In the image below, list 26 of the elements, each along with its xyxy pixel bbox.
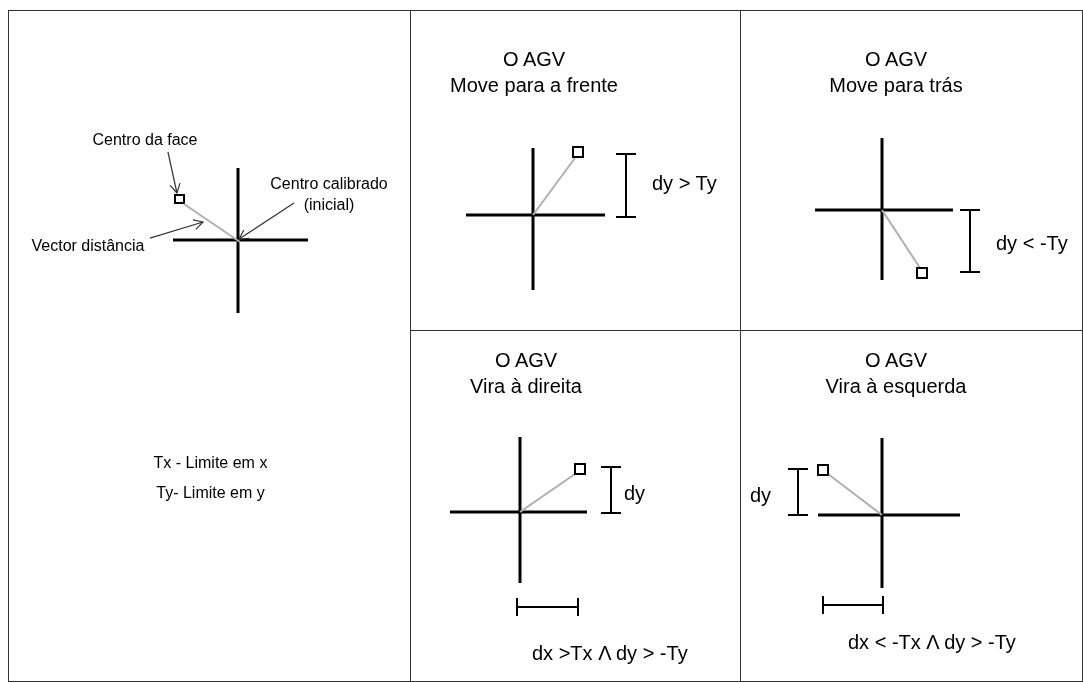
condition-label: dy < -Ty (996, 231, 1068, 256)
panel (740, 330, 1083, 682)
condition-label: dy (624, 481, 646, 506)
panel-heading: O AGV (494, 348, 558, 373)
legend-note: Ty- Limite em y (156, 483, 265, 503)
leader-line (238, 202, 295, 240)
callout-label: Vector distância (13, 235, 163, 259)
face-center-marker (174, 194, 185, 204)
panel-heading: Move para a frente (450, 73, 618, 98)
panel-heading: Vira à esquerda (825, 374, 967, 399)
panel (8, 10, 411, 682)
panel (740, 10, 1083, 331)
condition-label: dy (750, 483, 772, 508)
condition-label: dy > Ty (652, 171, 717, 196)
leader-line (149, 219, 204, 239)
callout-label: Centro calibrado (inicial) (249, 173, 409, 219)
callout-label: Centro da face (75, 129, 215, 153)
legend-note: Tx - Limite em x (153, 453, 268, 473)
condition-label: dx < -Tx Λ dy > -Ty (848, 630, 1016, 655)
condition-label: dx >Tx Λ dy > -Ty (532, 641, 688, 666)
panel-heading: O AGV (864, 348, 928, 373)
leader-line (167, 151, 181, 194)
panel-heading: O AGV (502, 47, 566, 72)
panel-heading: Vira à direita (470, 374, 582, 399)
panel-heading: O AGV (864, 47, 928, 72)
panel-heading: Move para trás (829, 73, 963, 98)
